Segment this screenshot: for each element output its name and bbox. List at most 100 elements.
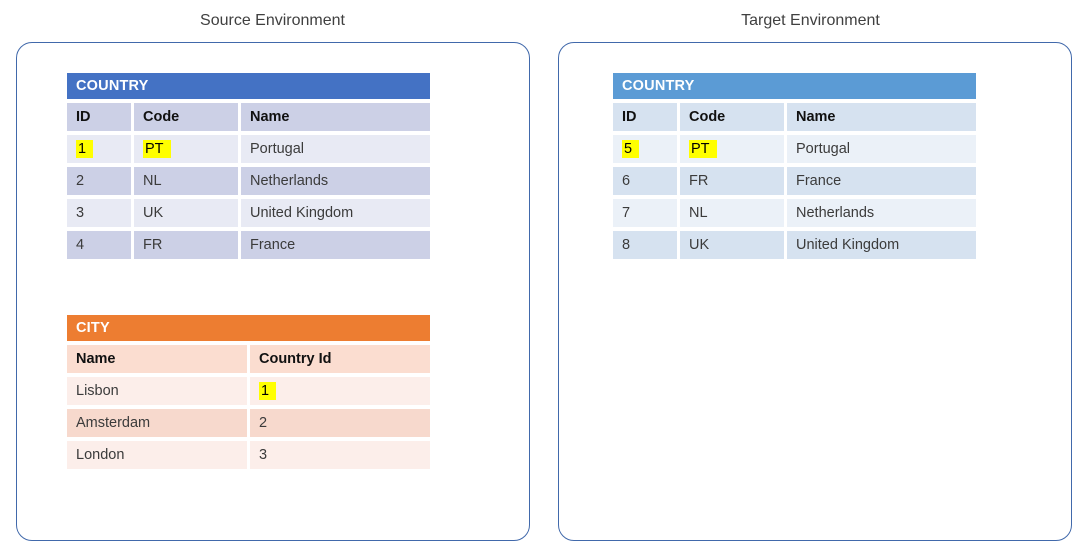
table-title-row: CITY (67, 315, 430, 341)
cell-code: FR (680, 167, 784, 195)
column-gap (784, 135, 787, 163)
cell-name: Portugal (787, 135, 976, 163)
cell-code: FR (134, 231, 238, 259)
table-row: 1 PT Portugal (67, 135, 430, 163)
highlighted-value: PT (689, 140, 717, 158)
column-gap (131, 199, 134, 227)
table-row: London 3 (67, 441, 430, 469)
cell-code: UK (134, 199, 238, 227)
highlighted-value: 5 (622, 140, 640, 158)
column-gap (677, 103, 680, 131)
column-gap (131, 103, 134, 131)
source-environment-title: Source Environment (200, 12, 345, 29)
spacer-row (67, 99, 430, 103)
cell-id: 1 (67, 135, 131, 163)
highlighted-value: 1 (259, 382, 277, 400)
cell-id: 6 (613, 167, 677, 195)
source-country-table-name: COUNTRY (67, 73, 430, 99)
column-gap (784, 103, 787, 131)
table-title-row: COUNTRY (613, 73, 976, 99)
cell-name: United Kingdom (241, 199, 430, 227)
column-gap (131, 135, 134, 163)
column-gap (247, 377, 250, 405)
column-gap (238, 199, 241, 227)
spacer-row (613, 99, 976, 103)
cell-name: Amsterdam (67, 409, 247, 437)
column-gap (238, 231, 241, 259)
spacer-row (67, 163, 430, 167)
spacer-row (67, 405, 430, 409)
target-environment-title: Target Environment (741, 12, 880, 29)
cell-name: London (67, 441, 247, 469)
spacer-row (67, 341, 430, 345)
column-header-name: Name (67, 345, 247, 373)
table-row: Amsterdam 2 (67, 409, 430, 437)
spacer-row (67, 437, 430, 441)
source-country-table: COUNTRY ID Code Name 1 PT Portugal 2 (67, 73, 430, 259)
column-gap (677, 135, 680, 163)
table-header-row: ID Code Name (613, 103, 976, 131)
cell-name: Netherlands (241, 167, 430, 195)
source-city-table-name: CITY (67, 315, 430, 341)
cell-country-id: 3 (250, 441, 430, 469)
column-gap (247, 441, 250, 469)
table-row: 5 PT Portugal (613, 135, 976, 163)
table-header-row: ID Code Name (67, 103, 430, 131)
target-environment-panel: COUNTRY ID Code Name 5 PT Portugal 6 (558, 42, 1072, 541)
spacer-row (67, 373, 430, 377)
table-header-row: Name Country Id (67, 345, 430, 373)
column-gap (677, 167, 680, 195)
cell-id: 7 (613, 199, 677, 227)
column-gap (238, 103, 241, 131)
cell-country-id: 1 (250, 377, 430, 405)
column-gap (784, 199, 787, 227)
spacer-row (613, 163, 976, 167)
cell-name: France (241, 231, 430, 259)
table-title-row: COUNTRY (67, 73, 430, 99)
table-row: 7 NL Netherlands (613, 199, 976, 227)
spacer-row (613, 227, 976, 231)
table-row: 2 NL Netherlands (67, 167, 430, 195)
source-environment-panel: COUNTRY ID Code Name 1 PT Portugal 2 (16, 42, 530, 541)
cell-id: 8 (613, 231, 677, 259)
cell-id: 4 (67, 231, 131, 259)
spacer-row (613, 195, 976, 199)
target-country-table-name: COUNTRY (613, 73, 976, 99)
table-row: 6 FR France (613, 167, 976, 195)
cell-code: NL (134, 167, 238, 195)
column-header-country-id: Country Id (250, 345, 430, 373)
table-row: 3 UK United Kingdom (67, 199, 430, 227)
column-gap (247, 345, 250, 373)
cell-name: Netherlands (787, 199, 976, 227)
cell-code: UK (680, 231, 784, 259)
cell-name: France (787, 167, 976, 195)
cell-code: PT (134, 135, 238, 163)
column-gap (131, 231, 134, 259)
cell-name: Portugal (241, 135, 430, 163)
spacer-row (67, 195, 430, 199)
column-header-name: Name (241, 103, 430, 131)
column-gap (247, 409, 250, 437)
spacer-row (613, 131, 976, 135)
column-header-code: Code (134, 103, 238, 131)
cell-id: 5 (613, 135, 677, 163)
column-gap (784, 231, 787, 259)
cell-code: NL (680, 199, 784, 227)
column-header-name: Name (787, 103, 976, 131)
source-city-table: CITY Name Country Id Lisbon 1 Amsterdam … (67, 315, 430, 469)
cell-id: 2 (67, 167, 131, 195)
cell-code: PT (680, 135, 784, 163)
column-gap (131, 167, 134, 195)
column-gap (238, 135, 241, 163)
table-row: Lisbon 1 (67, 377, 430, 405)
column-gap (677, 199, 680, 227)
column-gap (238, 167, 241, 195)
cell-name: United Kingdom (787, 231, 976, 259)
highlighted-value: PT (143, 140, 171, 158)
column-header-code: Code (680, 103, 784, 131)
spacer-row (67, 131, 430, 135)
column-gap (677, 231, 680, 259)
column-header-id: ID (67, 103, 131, 131)
target-country-table: COUNTRY ID Code Name 5 PT Portugal 6 (613, 73, 976, 259)
column-gap (784, 167, 787, 195)
